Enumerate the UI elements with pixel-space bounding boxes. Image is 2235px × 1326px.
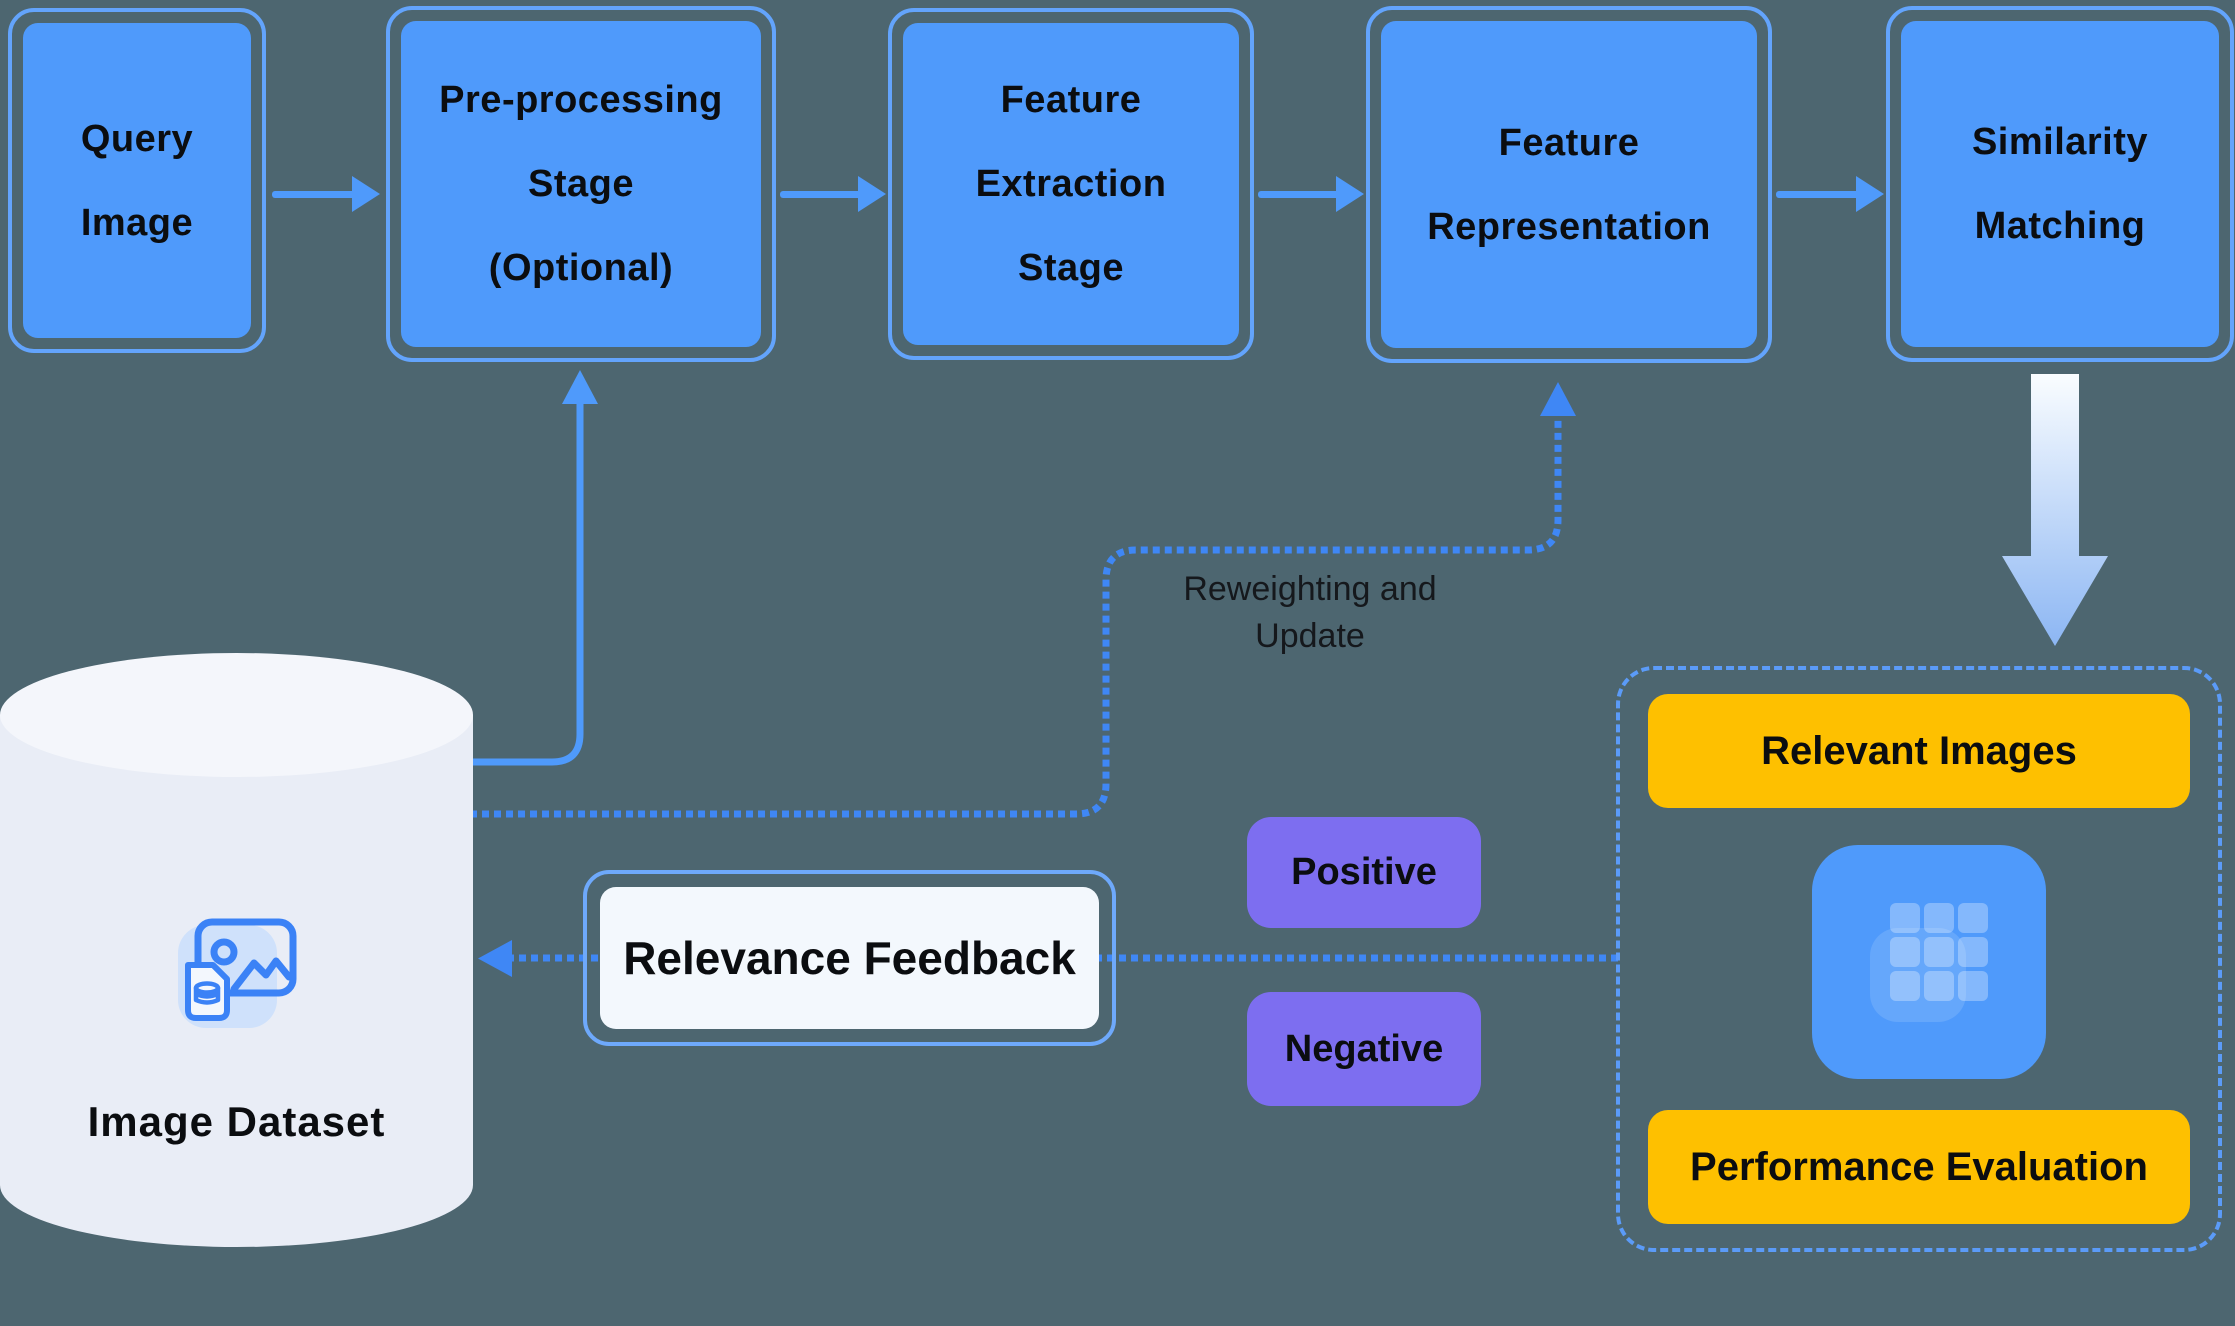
- image-grid-icon: [1812, 845, 2046, 1079]
- arrow-head-icon: [1856, 176, 1884, 212]
- image-database-icon: [178, 918, 297, 1028]
- stage-label-line: Feature: [1000, 79, 1142, 121]
- stage-label-line: Matching: [1974, 205, 2146, 247]
- stage-label-line: Query: [80, 117, 194, 160]
- image-dataset-cylinder-bottom: [0, 1123, 473, 1247]
- arrow-head-icon: [858, 176, 886, 212]
- reweighting-update-label: Reweighting and Update: [1100, 566, 1520, 660]
- negative-feedback-badge: Negative: [1247, 992, 1481, 1106]
- flow-arrow-1: [272, 176, 380, 212]
- relevance-feedback-box: Relevance Feedback: [583, 870, 1116, 1046]
- relevance-feedback-label: Relevance Feedback: [600, 887, 1099, 1029]
- results-container: [1616, 666, 2222, 1252]
- positive-feedback-badge: Positive: [1247, 817, 1481, 928]
- arrow-shaft: [780, 191, 862, 198]
- stage-label-line: Image: [80, 201, 194, 244]
- stage-similarity-matching: Similarity Matching: [1886, 6, 2234, 362]
- stage-pre-processing: Pre-processing Stage (Optional): [386, 6, 776, 362]
- performance-evaluation-box: Performance Evaluation: [1648, 1110, 2190, 1224]
- image-dataset-label: Image Dataset: [87, 1098, 386, 1145]
- grid-icon-cells: [1890, 903, 1988, 1001]
- stage-label-line: Stage: [528, 163, 634, 205]
- stage-label-line: Pre-processing: [439, 79, 723, 121]
- arrow-shaft: [1776, 191, 1860, 198]
- stage-pre-processing-panel: Pre-processing Stage (Optional): [401, 21, 761, 347]
- stage-label-line: Similarity: [1971, 121, 2149, 163]
- relevance-feedback-arrowhead-left: [478, 940, 512, 977]
- arrow-head-icon: [352, 176, 380, 212]
- stage-label-line: Extraction: [975, 163, 1167, 205]
- stage-label-line: Feature: [1498, 121, 1640, 164]
- stage-feature-representation-panel: Feature Representation: [1381, 21, 1757, 348]
- grid-icon-highlight: [1870, 928, 1966, 1022]
- dataset-to-preprocessing-line: [440, 402, 584, 766]
- stage-similarity-matching-panel: Similarity Matching: [1901, 21, 2219, 347]
- stage-label-line: Stage: [1018, 247, 1124, 289]
- reweighting-arrowhead-up: [1540, 382, 1576, 416]
- arrow-shaft: [272, 191, 356, 198]
- stage-label-line: (Optional): [488, 247, 674, 289]
- similarity-to-results-big-arrow: [2002, 374, 2108, 646]
- stage-label-line: Representation: [1427, 205, 1711, 248]
- stage-feature-extraction: Feature Extraction Stage: [888, 8, 1254, 360]
- image-dataset-cylinder-top: [0, 653, 473, 777]
- arrow-head-icon: [1336, 176, 1364, 212]
- arrow-shaft: [1258, 191, 1340, 198]
- stage-query-image-panel: Query Image: [23, 23, 251, 338]
- stage-feature-extraction-panel: Feature Extraction Stage: [903, 23, 1239, 345]
- reweighting-label-line: Update: [1255, 617, 1365, 655]
- reweighting-label-line: Reweighting and: [1183, 570, 1437, 608]
- reweighting-dotted-line: [446, 414, 1562, 818]
- stage-feature-representation: Feature Representation: [1366, 6, 1772, 363]
- flow-arrow-2: [780, 176, 886, 212]
- dataset-to-preprocessing-arrowhead: [562, 370, 598, 404]
- stage-query-image: Query Image: [8, 8, 266, 353]
- flow-arrow-4: [1776, 176, 1884, 212]
- flow-arrow-3: [1258, 176, 1364, 212]
- relevant-images-box: Relevant Images: [1648, 694, 2190, 808]
